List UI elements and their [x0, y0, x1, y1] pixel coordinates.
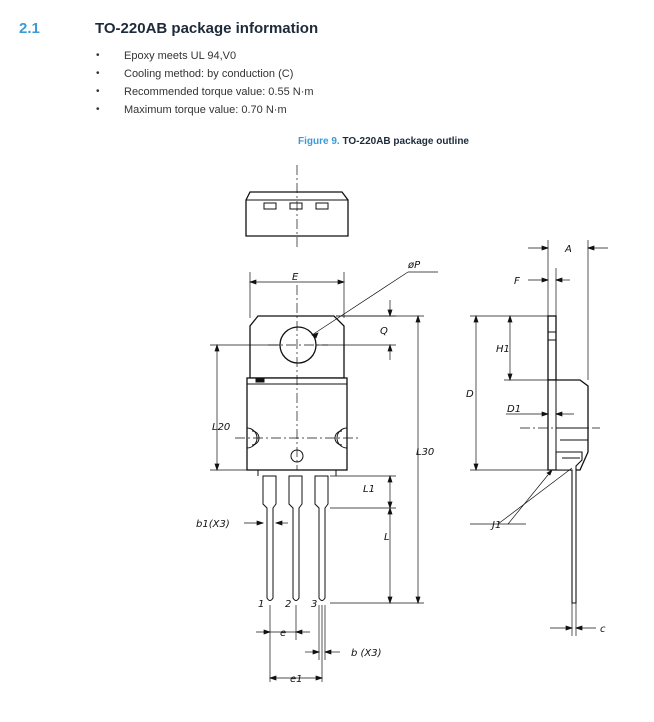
- label-b1: b1(X3): [196, 519, 230, 530]
- label-b: b (X3): [351, 648, 382, 659]
- figure-title: TO-220AB package outline: [342, 136, 469, 147]
- pin-label-2: 2: [285, 599, 291, 610]
- figure-caption: Figure 9. TO-220AB package outline: [298, 136, 469, 147]
- label-oP: øP: [407, 260, 421, 271]
- pin-label-1: 1: [258, 599, 264, 610]
- label-H1: H1: [496, 344, 510, 355]
- label-J1: J1: [490, 520, 501, 531]
- list-item: Epoxy meets UL 94,V0: [96, 47, 314, 65]
- label-L30: L30: [416, 447, 434, 458]
- label-L20: L20: [212, 422, 230, 433]
- section-number: 2.1: [19, 20, 40, 37]
- package-info-list: Epoxy meets UL 94,V0 Cooling method: by …: [96, 47, 314, 119]
- front-view: [235, 285, 360, 601]
- list-item: Cooling method: by conduction (C): [96, 65, 314, 83]
- label-L: L: [384, 532, 390, 543]
- label-A: A: [564, 244, 572, 255]
- label-D1: D1: [507, 404, 521, 415]
- list-item: Recommended torque value: 0.55 N·m: [96, 83, 314, 101]
- label-e: e: [280, 628, 286, 639]
- front-dimensions: [210, 271, 438, 682]
- figure-number: Figure 9.: [298, 136, 340, 147]
- section-title: TO-220AB package information: [95, 20, 319, 37]
- dimension-labels: E øP Q L20 L30 L1 L b1(X3) e e1 b (X3) 1…: [196, 244, 606, 685]
- list-item: Maximum torque value: 0.70 N·m: [96, 101, 314, 119]
- side-dimensions: [470, 240, 608, 636]
- label-D: D: [466, 389, 474, 400]
- label-Q: Q: [380, 326, 388, 337]
- label-F: F: [514, 276, 520, 287]
- label-L1: L1: [363, 484, 375, 495]
- label-e1: e1: [290, 674, 303, 685]
- top-view: [245, 165, 349, 247]
- label-E: E: [292, 272, 299, 283]
- pin-label-3: 3: [311, 599, 317, 610]
- label-c: c: [600, 624, 606, 635]
